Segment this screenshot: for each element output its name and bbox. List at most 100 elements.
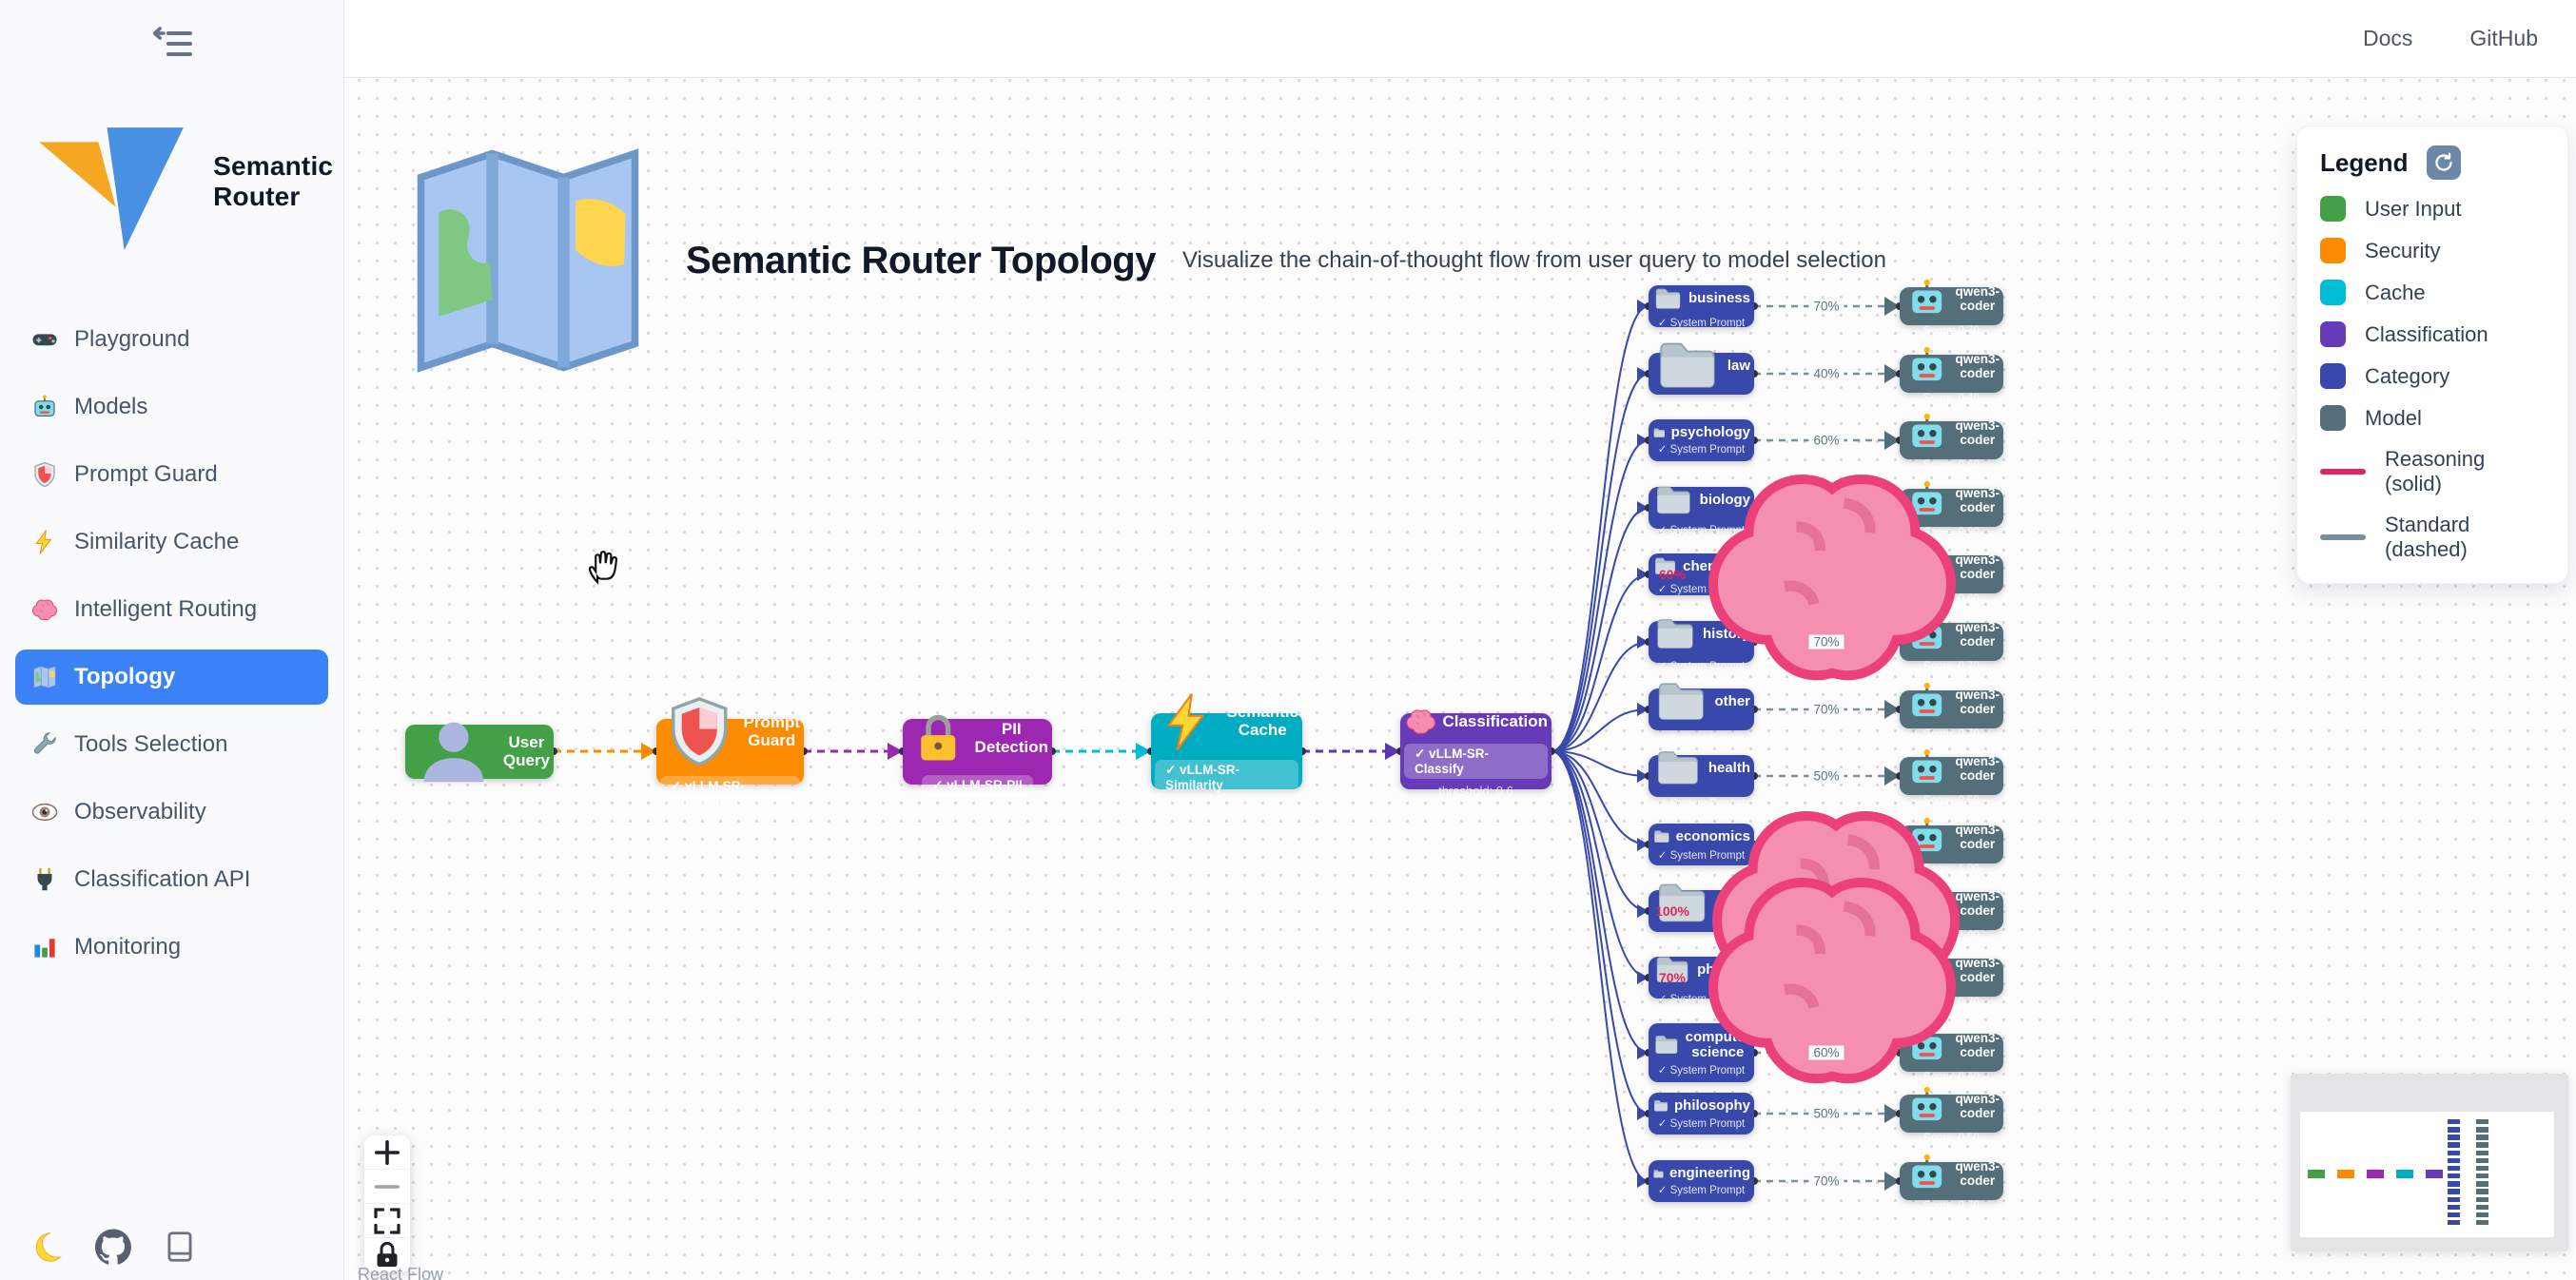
model-score: Score: 0.90 <box>1923 526 1980 538</box>
node-category-philosophy[interactable]: philosophy✓ System Prompt <box>1649 1093 1754 1135</box>
collapse-sidebar-button[interactable] <box>144 25 201 63</box>
node-title: qwen3-coder <box>1903 410 2000 456</box>
node-title: qwen3-coder <box>1903 1083 2000 1130</box>
reactflow-attribution[interactable]: React Flow <box>358 1265 444 1280</box>
github-button[interactable] <box>95 1229 131 1265</box>
node-category-other[interactable]: other✓ System Prompt <box>1649 683 1754 746</box>
folder-icon <box>1652 874 1711 933</box>
minimap[interactable] <box>2291 1074 2568 1251</box>
node-title: qwen3-coder <box>1903 679 2000 726</box>
legend-swatch <box>2320 363 2346 389</box>
robot-icon <box>1903 410 1950 456</box>
sidebar-item-label: Prompt Guard <box>74 461 218 488</box>
sidebar-item-observability[interactable]: Observability <box>15 785 328 840</box>
legend-line-swatch <box>2320 469 2366 475</box>
legend-swatch <box>2320 280 2346 305</box>
folder-icon <box>1652 611 1698 657</box>
minimap-node <box>2448 1165 2460 1172</box>
sidebar-item-label: Models <box>74 394 148 420</box>
system-prompt-label: ✓ System Prompt <box>1657 404 1746 417</box>
node-title: other <box>1652 673 1750 731</box>
plug-icon <box>30 865 59 894</box>
sidebar-item-models[interactable]: Models <box>15 379 328 435</box>
system-prompt-label: ✓ System Prompt <box>1657 1064 1746 1076</box>
node-user-query[interactable]: User Query <box>405 722 554 782</box>
sidebar-item-similarity-cache[interactable]: Similarity Cache <box>15 514 328 570</box>
sidebar-item-tools-selection[interactable]: Tools Selection <box>15 717 328 772</box>
robot-icon <box>1903 477 1950 524</box>
zoom-out-button[interactable] <box>364 1170 410 1204</box>
bar-chart-icon <box>30 933 59 961</box>
node-category-biology[interactable]: biology✓ System Prompt <box>1649 486 1754 536</box>
minimap-node <box>2476 1165 2488 1172</box>
legend-swatch <box>2320 238 2346 263</box>
node-category-engineering[interactable]: engineering✓ System Prompt <box>1649 1160 1754 1202</box>
robot-icon <box>1903 276 1950 322</box>
folder-icon <box>1652 553 1678 579</box>
zoom-in-button[interactable] <box>364 1135 410 1170</box>
sidebar-item-intelligent-routing[interactable]: Intelligent Routing <box>15 582 328 637</box>
sidebar-item-classification-api[interactable]: Classification API <box>15 852 328 907</box>
minimap-node <box>2426 1170 2443 1178</box>
github-icon <box>95 1229 131 1265</box>
node-category-economics[interactable]: economics✓ System Prompt <box>1649 824 1754 865</box>
minimap-node <box>2448 1189 2460 1194</box>
node-pii-detection[interactable]: PII Detection✓ vLLM-SR-PII <box>903 714 1052 797</box>
lock-icon <box>907 708 970 771</box>
legend-refresh-button[interactable] <box>2427 145 2462 180</box>
sidebar-item-monitoring[interactable]: Monitoring <box>15 920 328 975</box>
sidebar-item-label: Intelligent Routing <box>74 596 258 623</box>
moon-button[interactable] <box>29 1229 65 1265</box>
folder-icon <box>1652 283 1684 315</box>
legend-line-standard: Standard (dashed) <box>2320 513 2545 562</box>
sidebar-item-topology[interactable]: Topology <box>15 650 328 706</box>
main-area: Docs GitHub Semantic Router Topology Vis… <box>344 0 2576 1280</box>
minimap-node <box>2448 1142 2460 1148</box>
page-title: Semantic Router Topology <box>686 239 1156 281</box>
sidebar-item-prompt-guard[interactable]: Prompt Guard <box>15 447 328 502</box>
node-title: qwen3-coder <box>1903 746 2000 792</box>
legend-item-user-input: User Input <box>2320 196 2545 222</box>
minimap-node <box>2476 1196 2488 1202</box>
node-category-health[interactable]: health✓ System Prompt <box>1649 751 1754 809</box>
book-button[interactable] <box>162 1229 198 1265</box>
docs-link[interactable]: Docs <box>2363 26 2413 50</box>
sidebar-item-playground[interactable]: Playground <box>15 312 328 367</box>
node-title: qwen3-coder <box>1903 477 2000 524</box>
minimap-node <box>2448 1181 2460 1187</box>
node-category-business[interactable]: business✓ System Prompt <box>1649 283 1754 329</box>
model-score: Score: 0.70 <box>1923 324 1980 337</box>
node-prompt-guard[interactable]: Prompt Guard✓ vLLM-SR-Jailbreak <box>656 697 804 811</box>
node-category-law[interactable]: law✓ System Prompt <box>1649 342 1754 417</box>
folder-icon <box>1652 743 1704 794</box>
model-badge: ✓ vLLM-SR-PII <box>922 775 1033 797</box>
node-category-psychology[interactable]: psychology✓ System Prompt <box>1649 419 1754 461</box>
fit-view-button[interactable] <box>364 1204 410 1238</box>
lock-control-icon <box>370 1238 404 1272</box>
lock-button[interactable] <box>364 1238 410 1272</box>
model-score: Score: 0.50 <box>1923 1132 1980 1144</box>
github-link[interactable]: GitHub <box>2469 26 2538 50</box>
flow-canvas[interactable]: Semantic Router Topology Visualize the c… <box>344 78 2576 1280</box>
robot-icon <box>1903 1151 1950 1197</box>
minimap-node <box>2367 1170 2384 1178</box>
brain-icon <box>1689 835 1975 1120</box>
map-icon <box>385 118 671 403</box>
model-badge: ✓ vLLM-SR-Similarity <box>1155 760 1298 796</box>
system-prompt-label: ✓ System Prompt <box>1657 734 1746 747</box>
sidebar-footer <box>29 1229 198 1265</box>
